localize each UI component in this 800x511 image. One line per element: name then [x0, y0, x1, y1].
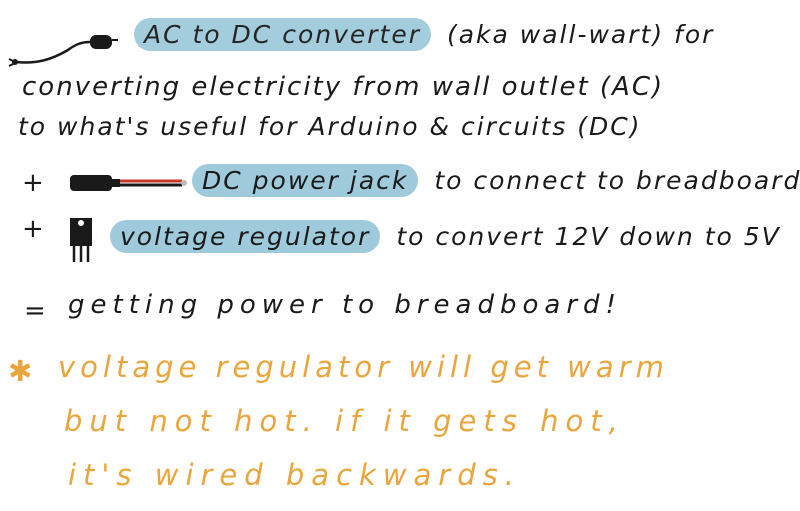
note-line-2: but not hot. if it gets hot, — [64, 404, 625, 438]
note-line-3: it's wired backwards. — [68, 458, 521, 492]
line-3: to what's useful for Arduino & circuits … — [18, 112, 642, 141]
wall-plug-icon — [8, 35, 118, 67]
line-1-rest: (aka wall-wart) for — [446, 20, 715, 49]
line-5: voltage regulator to convert 12V down to… — [104, 220, 781, 253]
equals-sign: = — [24, 296, 46, 326]
line-4: DC power jack to connect to breadboard — [186, 164, 800, 197]
highlight-dc-power-jack: DC power jack — [192, 164, 419, 197]
highlight-voltage-regulator: voltage regulator — [110, 220, 381, 253]
line-4-rest: to connect to breadboard — [434, 166, 800, 195]
plus-sign-2: + — [22, 214, 44, 244]
highlight-ac-to-dc-converter: AC to DC converter — [134, 18, 432, 51]
note-line-1: voltage regulator will get warm — [58, 350, 669, 384]
line-6: getting power to breadboard! — [68, 290, 622, 320]
line-5-rest: to convert 12V down to 5V — [396, 222, 781, 251]
dc-power-jack-icon — [70, 175, 187, 191]
voltage-regulator-icon — [70, 218, 92, 262]
star-icon: ✱ — [8, 354, 38, 388]
line-1: AC to DC converter (aka wall-wart) for — [128, 18, 714, 51]
plus-sign-1: + — [22, 168, 44, 198]
line-2: converting electricity from wall outlet … — [22, 72, 665, 102]
